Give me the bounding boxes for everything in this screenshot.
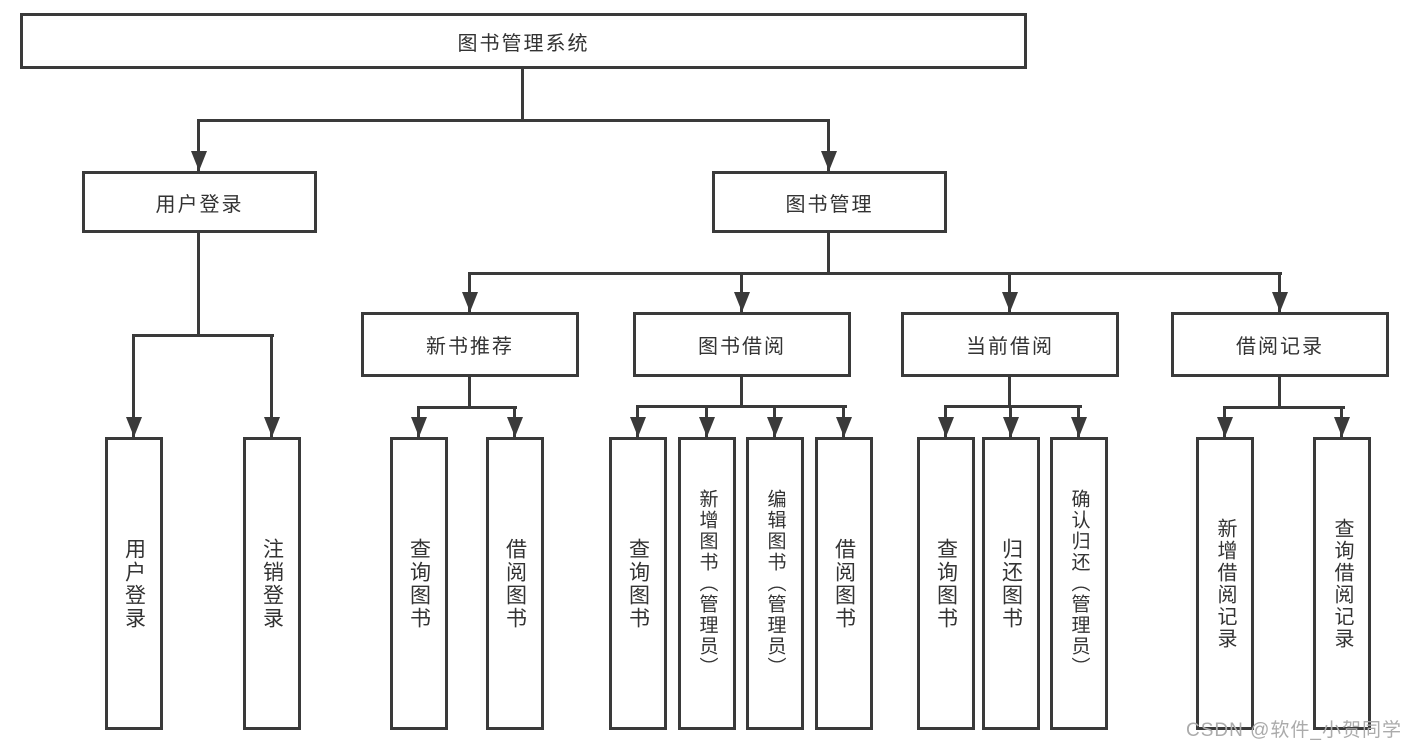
connector-line	[132, 334, 135, 437]
leaf-borrow-books: 借阅图书	[486, 437, 544, 730]
leaf-edit-book-admin: 编辑图书（管理员）	[746, 437, 804, 730]
arrow-down-icon	[264, 417, 280, 437]
connector-line	[197, 233, 200, 336]
connector-line	[636, 405, 847, 408]
arrow-down-icon	[836, 417, 852, 437]
arrow-down-icon	[734, 292, 750, 312]
connector-line	[132, 334, 274, 337]
leaf-label: 查询图书	[626, 537, 650, 630]
node-current-borrow: 当前借阅	[901, 312, 1119, 377]
leaf-label: 借阅图书	[832, 537, 856, 630]
arrow-down-icon	[630, 417, 646, 437]
node-library-system: 图书管理系统	[20, 13, 1027, 69]
leaf-return-book: 归还图书	[982, 437, 1040, 730]
arrow-down-icon	[126, 417, 142, 437]
csdn-watermark: CSDN @软件_小贺同学	[1186, 720, 1402, 741]
node-label: 图书管理系统	[457, 32, 590, 55]
arrow-down-icon	[1217, 417, 1233, 437]
node-book-borrow: 图书借阅	[633, 312, 851, 377]
leaf-user-login: 用户登录	[105, 437, 163, 730]
arrow-down-icon	[1272, 292, 1288, 312]
arrow-down-icon	[699, 417, 715, 437]
leaf-label: 查询图书	[407, 537, 431, 630]
leaf-add-book-admin: 新增图书（管理员）	[678, 437, 736, 730]
leaf-query-books: 查询图书	[609, 437, 667, 730]
node-label: 当前借阅	[966, 336, 1054, 358]
leaf-query-borrow-record: 查询借阅记录	[1313, 437, 1371, 730]
connector-line	[270, 334, 273, 437]
arrow-down-icon	[938, 417, 954, 437]
node-label: 用户登录	[155, 193, 244, 216]
connector-line	[1008, 377, 1011, 407]
leaf-confirm-return-admin: 确认归还（管理员）	[1050, 437, 1108, 730]
leaf-add-borrow-record: 新增借阅记录	[1196, 437, 1254, 730]
connector-line	[521, 69, 524, 121]
connector-line	[197, 119, 830, 122]
arrow-down-icon	[1003, 417, 1019, 437]
leaf-label: 新增图书（管理员）	[696, 489, 718, 678]
leaf-label: 借阅图书	[503, 537, 527, 630]
connector-line	[1223, 406, 1345, 409]
leaf-label: 归还图书	[999, 537, 1023, 630]
leaf-label: 确认归还（管理员）	[1068, 489, 1090, 678]
arrow-down-icon	[462, 292, 478, 312]
connector-line	[468, 377, 471, 408]
node-label: 图书借阅	[698, 336, 786, 358]
leaf-borrow-books: 借阅图书	[815, 437, 873, 730]
connector-line	[827, 233, 830, 274]
connector-line	[827, 119, 830, 171]
node-label: 图书管理	[785, 193, 874, 216]
connector-line	[197, 119, 200, 171]
node-borrow-records: 借阅记录	[1171, 312, 1389, 377]
arrow-down-icon	[1002, 292, 1018, 312]
arrow-down-icon	[767, 417, 783, 437]
node-label: 新书推荐	[426, 336, 514, 358]
arrow-down-icon	[1334, 417, 1350, 437]
leaf-label: 用户登录	[122, 537, 146, 630]
arrow-down-icon	[507, 417, 523, 437]
arrow-down-icon	[1071, 417, 1087, 437]
node-label: 借阅记录	[1236, 336, 1324, 358]
node-book-management: 图书管理	[712, 171, 947, 233]
node-new-book-recommend: 新书推荐	[361, 312, 579, 377]
leaf-label: 查询借阅记录	[1331, 517, 1353, 650]
arrow-down-icon	[191, 151, 207, 171]
leaf-label: 新增借阅记录	[1214, 517, 1236, 650]
connector-line	[417, 406, 517, 409]
connector-line	[1278, 377, 1281, 408]
leaf-logout: 注销登录	[243, 437, 301, 730]
connector-line	[944, 405, 1082, 408]
node-user-login: 用户登录	[82, 171, 317, 233]
leaf-label: 查询图书	[934, 537, 958, 630]
leaf-query-books: 查询图书	[917, 437, 975, 730]
connector-line	[740, 377, 743, 407]
arrow-down-icon	[411, 417, 427, 437]
arrow-down-icon	[821, 151, 837, 171]
leaf-label: 注销登录	[260, 537, 284, 630]
leaf-query-books: 查询图书	[390, 437, 448, 730]
connector-line	[468, 272, 1282, 275]
leaf-label: 编辑图书（管理员）	[764, 489, 786, 678]
